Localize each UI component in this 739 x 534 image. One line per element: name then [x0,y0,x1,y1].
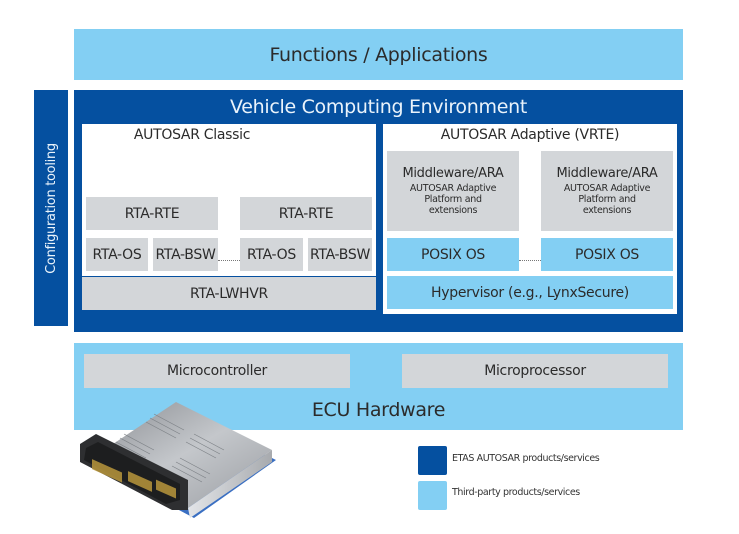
ecu-heatsink-pattern [115,413,225,483]
rta-lwhvr-box: RTA-LWHVR [82,277,376,310]
ecu-right-side [188,450,272,518]
posix-os-box-2: POSIX OS [541,238,673,271]
autosar-adaptive-title: AUTOSAR Adaptive (VRTE) [440,127,620,143]
rta-rte-box-1: RTA-RTE [86,197,218,230]
middleware-ara-title-1: Middleware/ARA [402,166,504,181]
rta-os-box-2: RTA-OS [240,238,303,271]
middleware-ara-desc-2: AUTOSAR Adaptive Platform and extensions [563,183,651,216]
middleware-ara-title-2: Middleware/ARA [556,166,658,181]
legend-label-etas: ETAS AUTOSAR products/services [452,453,600,464]
rta-bsw-box-2: RTA-BSW [308,238,372,271]
microprocessor-box: Microprocessor [402,354,668,388]
rta-bsw-box-1: RTA-BSW [153,238,218,271]
classic-stack-connector [218,260,240,261]
autosar-adaptive-panel: AUTOSAR Adaptive (VRTE) Middleware/ARA A… [383,124,677,314]
vce-title: Vehicle Computing Environment [230,96,527,118]
ecu-connector-pins [92,459,176,499]
rta-rte-box-2: RTA-RTE [240,197,372,230]
legend-label-third-party: Third-party products/services [452,487,580,498]
ecu-hardware-title: ECU Hardware [311,399,446,421]
microcontroller-box: Microcontroller [84,354,350,388]
rta-os-box-1: RTA-OS [86,238,148,271]
configuration-tooling-bar: Configuration tooling [34,90,68,326]
hypervisor-box: Hypervisor (e.g., LynxSecure) [387,276,673,309]
ecu-top-face [92,402,272,508]
adaptive-stack-connector [519,260,541,261]
legend-swatch-etas [418,446,447,475]
configuration-tooling-label: Configuration tooling [43,142,59,274]
middleware-ara-box-1: Middleware/ARA AUTOSAR Adaptive Platform… [387,151,519,231]
autosar-classic-panel: AUTOSAR Classic RTA-RTE RTA-OS RTA-BSW R… [82,124,376,276]
middleware-ara-desc-1: AUTOSAR Adaptive Platform and extensions [409,183,497,216]
functions-applications-label: Functions / Applications [269,43,488,66]
posix-os-box-1: POSIX OS [387,238,519,271]
autosar-classic-title: AUTOSAR Classic [133,127,251,143]
functions-applications-layer: Functions / Applications [74,29,683,80]
ecu-device-illustration [80,402,276,518]
middleware-ara-box-2: Middleware/ARA AUTOSAR Adaptive Platform… [541,151,673,231]
legend-swatch-third-party [418,481,447,510]
